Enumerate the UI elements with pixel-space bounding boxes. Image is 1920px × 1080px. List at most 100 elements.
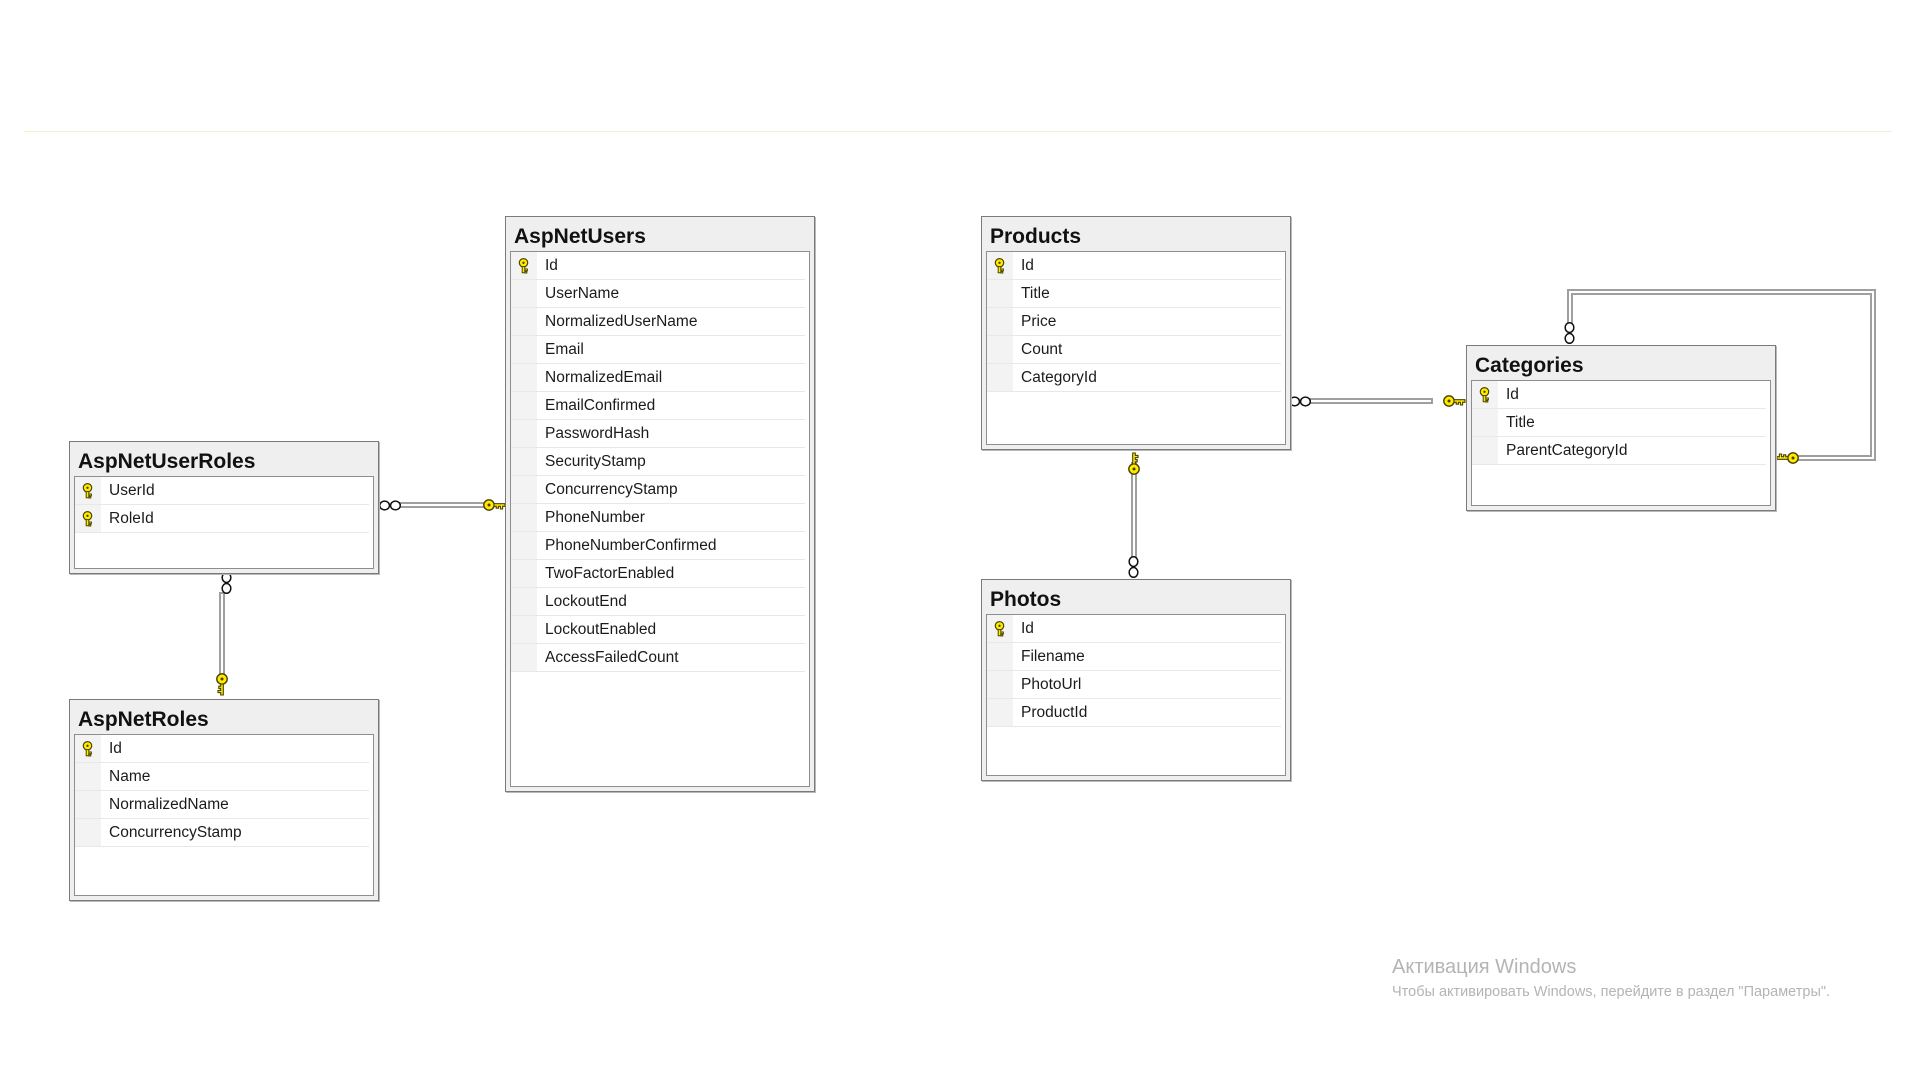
column-row[interactable]: Id xyxy=(987,615,1281,643)
relationship-aspnetuserroles-aspnetusers[interactable] xyxy=(378,499,506,511)
row-selector[interactable] xyxy=(511,252,537,279)
column-row[interactable]: Title xyxy=(987,280,1281,308)
table-title[interactable]: AspNetUsers xyxy=(514,225,646,248)
row-selector[interactable] xyxy=(75,763,101,790)
row-selector[interactable] xyxy=(75,477,101,504)
column-row[interactable]: ProductId xyxy=(987,699,1281,727)
row-selector[interactable] xyxy=(987,364,1013,391)
column-name: Id xyxy=(1506,386,1519,403)
relationship-one-key-icon xyxy=(1776,452,1799,464)
column-row[interactable]: Count xyxy=(987,336,1281,364)
row-selector[interactable] xyxy=(511,504,537,531)
row-selector[interactable] xyxy=(511,364,537,391)
column-row[interactable]: AccessFailedCount xyxy=(511,644,805,672)
page-break-line xyxy=(24,131,1892,132)
row-selector[interactable] xyxy=(987,699,1013,726)
column-row[interactable]: CategoryId xyxy=(987,364,1281,392)
row-selector[interactable] xyxy=(511,532,537,559)
column-row[interactable]: Id xyxy=(75,735,369,763)
row-selector[interactable] xyxy=(75,819,101,846)
column-name: RoleId xyxy=(109,510,154,527)
row-selector[interactable] xyxy=(987,615,1013,642)
column-row[interactable]: PhotoUrl xyxy=(987,671,1281,699)
relationship-products-categories[interactable] xyxy=(1288,395,1466,407)
column-row[interactable]: NormalizedEmail xyxy=(511,364,805,392)
table-title[interactable]: Categories xyxy=(1475,354,1584,377)
table-title[interactable]: AspNetUserRoles xyxy=(78,450,256,473)
column-row[interactable]: NormalizedUserName xyxy=(511,308,805,336)
row-selector[interactable] xyxy=(75,505,101,532)
row-selector[interactable] xyxy=(987,280,1013,307)
column-row[interactable]: Title xyxy=(1472,409,1766,437)
row-selector[interactable] xyxy=(511,560,537,587)
row-selector[interactable] xyxy=(987,308,1013,335)
row-selector[interactable] xyxy=(511,420,537,447)
row-selector[interactable] xyxy=(511,588,537,615)
row-selector[interactable] xyxy=(511,644,537,671)
column-row[interactable]: PhoneNumber xyxy=(511,504,805,532)
table-title[interactable]: Products xyxy=(990,225,1082,248)
column-row[interactable]: Name xyxy=(75,763,369,791)
row-selector[interactable] xyxy=(511,280,537,307)
column-row[interactable]: ConcurrencyStamp xyxy=(75,819,369,847)
column-name: Price xyxy=(1021,313,1057,330)
column-row[interactable]: ParentCategoryId xyxy=(1472,437,1766,465)
column-row[interactable]: PasswordHash xyxy=(511,420,805,448)
column-row[interactable]: Id xyxy=(511,252,805,280)
row-selector[interactable] xyxy=(987,252,1013,279)
column-row[interactable]: ConcurrencyStamp xyxy=(511,476,805,504)
column-row[interactable]: Email xyxy=(511,336,805,364)
column-row[interactable]: PhoneNumberConfirmed xyxy=(511,532,805,560)
relationship-photos-products[interactable] xyxy=(1128,452,1140,579)
row-selector[interactable] xyxy=(511,476,537,503)
column-name: PasswordHash xyxy=(545,425,650,442)
column-row[interactable]: UserName xyxy=(511,280,805,308)
column-name: Filename xyxy=(1021,648,1085,665)
column-row[interactable]: EmailConfirmed xyxy=(511,392,805,420)
row-selector[interactable] xyxy=(511,448,537,475)
table-title[interactable]: Photos xyxy=(990,588,1062,611)
column-row[interactable]: Id xyxy=(987,252,1281,280)
relationship-categories-self[interactable] xyxy=(1564,289,1876,464)
column-row[interactable]: Price xyxy=(987,308,1281,336)
column-row[interactable]: LockoutEnd xyxy=(511,588,805,616)
column-row[interactable]: NormalizedName xyxy=(75,791,369,819)
row-selector[interactable] xyxy=(1472,381,1498,408)
column-row[interactable]: RoleId xyxy=(75,505,369,533)
column-name: LockoutEnabled xyxy=(545,621,657,638)
row-selector[interactable] xyxy=(511,336,537,363)
column-row[interactable]: TwoFactorEnabled xyxy=(511,560,805,588)
relationship-aspnetuserroles-aspnetroles[interactable] xyxy=(216,571,232,696)
row-selector[interactable] xyxy=(511,392,537,419)
row-selector[interactable] xyxy=(1472,437,1498,464)
row-selector[interactable] xyxy=(75,791,101,818)
column-row[interactable]: LockoutEnabled xyxy=(511,616,805,644)
row-selector[interactable] xyxy=(987,336,1013,363)
column-row[interactable]: Id xyxy=(1472,381,1766,409)
row-selector[interactable] xyxy=(1472,409,1498,436)
row-selector[interactable] xyxy=(987,671,1013,698)
column-row[interactable]: SecurityStamp xyxy=(511,448,805,476)
column-name: ConcurrencyStamp xyxy=(109,824,242,841)
row-selector[interactable] xyxy=(75,735,101,762)
column-row[interactable]: UserId xyxy=(75,477,369,505)
table-title[interactable]: AspNetRoles xyxy=(78,708,209,731)
row-selector[interactable] xyxy=(987,643,1013,670)
column-row[interactable]: Filename xyxy=(987,643,1281,671)
row-selector[interactable] xyxy=(511,308,537,335)
row-selector[interactable] xyxy=(511,616,537,643)
primary-key-icon xyxy=(1479,387,1490,403)
